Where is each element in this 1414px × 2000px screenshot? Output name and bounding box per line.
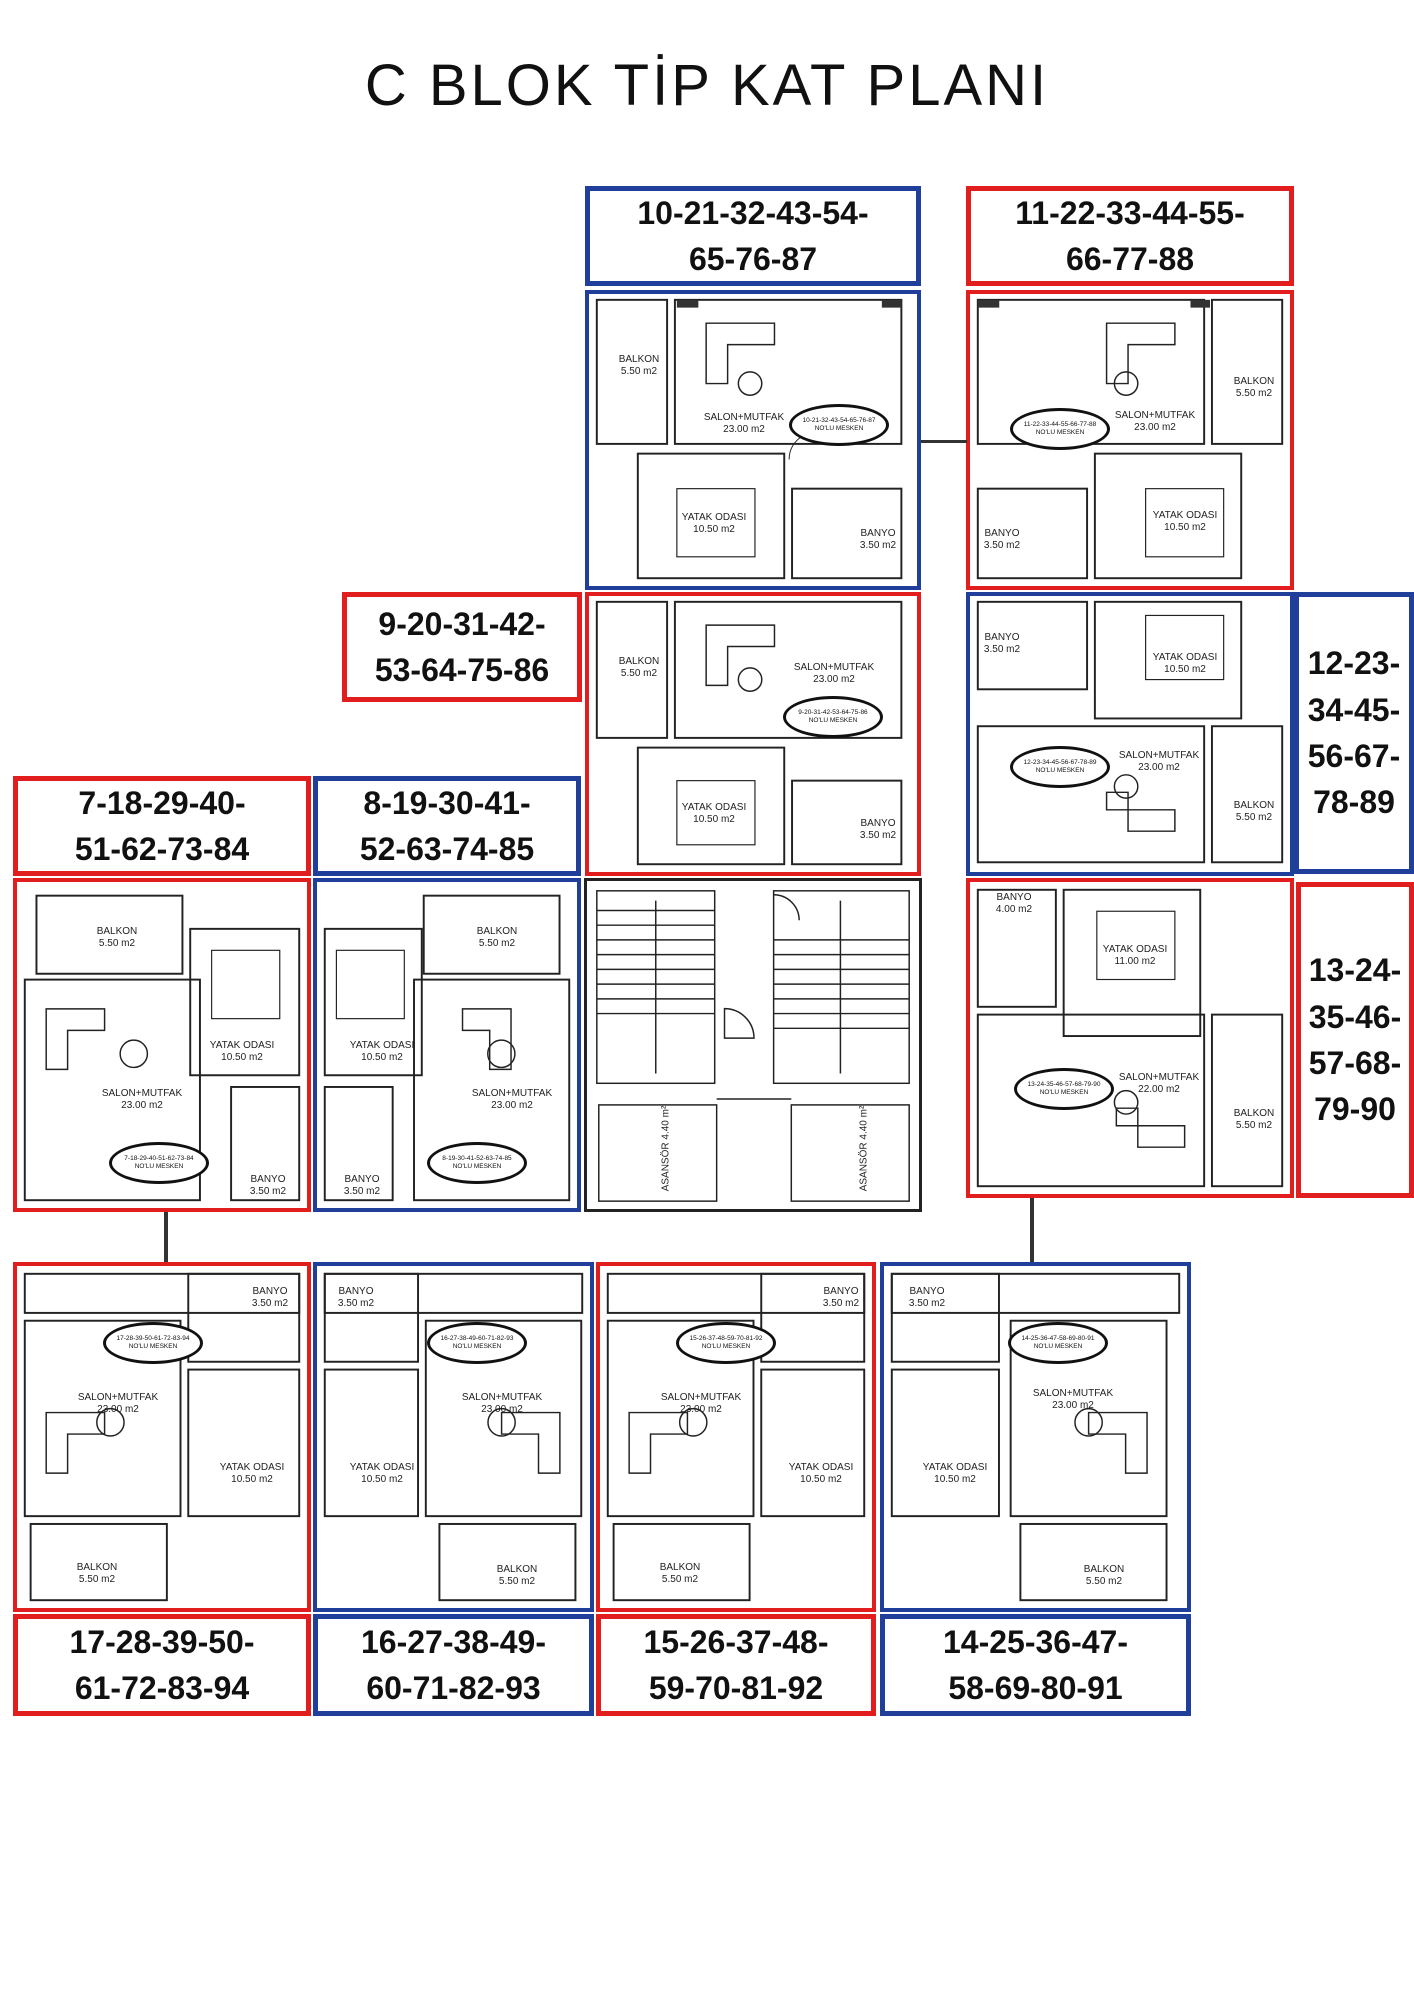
unit-label-12: 12-23- 34-45- 56-67- 78-89 xyxy=(1294,592,1414,874)
elevator-label: ASANSÖR 4.40 m² xyxy=(858,1105,870,1192)
unit-label-7: 7-18-29-40- 51-62-73-84 xyxy=(13,776,311,876)
elevator-label: ASANSÖR 4.40 m² xyxy=(660,1105,672,1192)
floor-plan-drawing xyxy=(606,1272,866,1602)
floor-plan-drawing xyxy=(23,894,301,1202)
floor-plan-drawing xyxy=(595,298,903,580)
unit-label-10: 10-21-32-43-54- 65-76-87 xyxy=(585,186,921,286)
unit-label-8: 8-19-30-41- 52-63-74-85 xyxy=(313,776,581,876)
unit-label-11: 11-22-33-44-55- 66-77-88 xyxy=(966,186,1294,286)
floor-plan-drawing xyxy=(323,1272,584,1602)
floor-plan-drawing xyxy=(323,894,571,1202)
stairs-drawing xyxy=(596,890,910,1202)
unit-label-13: 13-24- 35-46- 57-68- 79-90 xyxy=(1296,882,1414,1198)
unit-label-16: 16-27-38-49- 60-71-82-93 xyxy=(313,1614,594,1716)
floor-plan-drawing xyxy=(890,1272,1181,1602)
unit-label-15: 15-26-37-48- 59-70-81-92 xyxy=(596,1614,876,1716)
page-title: C BLOK TİP KAT PLANI xyxy=(364,53,1050,118)
floor-plan-drawing xyxy=(976,888,1284,1188)
unit-label-14: 14-25-36-47- 58-69-80-91 xyxy=(880,1614,1191,1716)
stair-core: ASANSÖR 4.40 m² ASANSÖR 4.40 m² xyxy=(584,878,922,1212)
floor-plan-drawing xyxy=(23,1272,301,1602)
floor-plan-drawing xyxy=(595,600,903,866)
unit-label-9: 9-20-31-42- 53-64-75-86 xyxy=(342,592,582,702)
unit-label-17: 17-28-39-50- 61-72-83-94 xyxy=(13,1614,311,1716)
connector-line xyxy=(921,440,967,443)
connector-line xyxy=(164,1212,168,1264)
floor-plan-drawing xyxy=(976,298,1284,580)
floor-plan-drawing xyxy=(976,600,1284,864)
connector-line xyxy=(1030,1198,1034,1264)
